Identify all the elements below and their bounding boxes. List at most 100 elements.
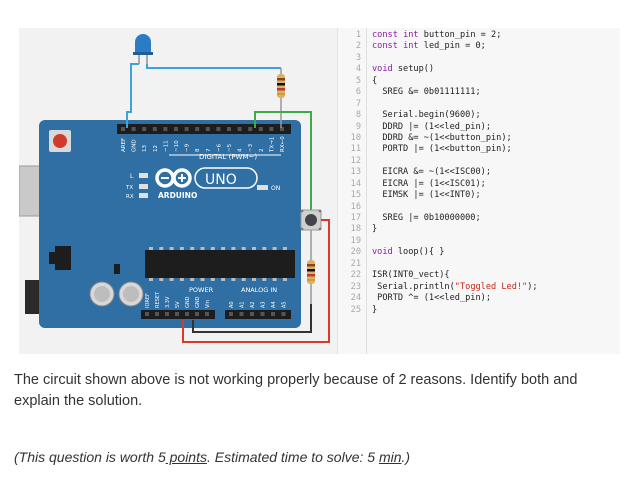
line-number: 5 [355,75,361,86]
led-l [139,173,148,178]
line-number: 15 [350,190,361,201]
digital-header [117,124,291,134]
chip-pin [169,278,174,281]
pin-hole [131,127,136,131]
digital-pin-label: 7 [206,148,212,152]
bottom-pin-label: GND [185,296,191,308]
digital-pin-label: ~9 [185,143,191,152]
note-min: min [378,449,402,465]
line-number: 21 [350,258,361,269]
pin-hole [195,312,199,316]
pin-hole [280,127,284,131]
chip-pin [282,247,287,250]
line-number: 12 [350,155,361,166]
bottom-pin-label: Vin [205,300,211,308]
bottom-pin-label: A5 [282,301,288,308]
led-rx [139,193,148,198]
line-number: 7 [355,98,361,109]
question-note: (This question is worth 5 points. Estima… [14,449,614,465]
pin-hole [239,312,244,316]
pin-hole [155,312,159,316]
pin-hole [227,127,231,131]
code-line: void loop(){ } [372,247,445,258]
wire-red-5v [182,219,330,343]
pin-hole [163,127,168,131]
analog-header [225,310,291,319]
atmega-chip [145,250,295,278]
line-number: 11 [350,144,361,155]
line-number: 18 [350,224,361,235]
push-button [300,209,322,231]
code-line [372,156,618,167]
wire-blue-resistor [146,64,281,69]
pin-hole [250,312,254,316]
pin-hole [165,312,169,316]
chip-pin [272,278,277,281]
question-text: The circuit shown above is not working p… [14,372,578,409]
chip-pin [221,247,226,250]
digital-pin-label: GND [132,139,138,152]
code-line [372,202,618,213]
note-mid: . Estimated time to solve: 5 [206,449,379,465]
pin-hole [142,127,147,131]
bottom-pin-label: A0 [229,301,235,308]
chip-pin [262,278,267,281]
wire-blue-led [126,63,139,128]
line-number: 3 [355,52,361,63]
chip-pin [179,278,184,281]
code-line [372,99,618,110]
digital-pin-label: 13 [142,145,148,152]
code-line: } [372,304,378,315]
code-line: const int button_pin = 2; [372,30,502,40]
line-number: 23 [350,281,361,292]
code-line: PORTD |= (1<<button_pin); [372,144,512,155]
chip-pin [282,278,287,281]
chip-pin [149,247,153,250]
led-tx [139,184,148,189]
pin-hole [152,127,157,131]
wire-green-button [254,111,312,218]
line-number: 4 [355,64,361,75]
pin-hole [269,127,274,131]
pin-hole [271,312,275,316]
pin-hole [260,312,265,316]
code-line: SREG |= 0b10000000; [372,213,481,223]
bottom-pin-label: 3.3V [165,296,171,308]
chip-pin [241,278,246,281]
pin-hole [205,127,210,131]
bottom-pin-label: GND [195,296,201,308]
chip-pin [190,247,195,250]
chip-pin [200,278,205,281]
code-line: { [372,75,378,86]
code-line: Serial.println("Toggled Led!"); [372,281,538,292]
chip-pin [169,247,174,250]
resistor-button [307,230,315,304]
note-suffix: .) [401,449,411,465]
code-line: const int led_pin = 0; [372,41,486,52]
led-tx-label: TX [125,185,133,191]
code-line: EIMSK |= (1<<INT0); [372,190,481,201]
line-number: 2 [355,41,361,52]
led-l-label: L [130,173,134,180]
line-number: 16 [350,201,361,212]
chip-pin [159,278,164,281]
pin-hole [258,127,263,131]
on-label: ON [271,185,280,192]
code-line [372,259,618,270]
chip-pin [221,278,226,281]
digital-pin-label: ~10 [174,140,180,152]
code-line: EICRA |= (1<<ISC01); [372,178,486,189]
bottom-pin-label: A4 [271,301,277,308]
code-text: const int button_pin = 2;const int led_p… [372,30,618,316]
digital-pin-label: 2 [259,149,265,153]
bottom-pin-label: RESET [155,291,161,308]
bottom-pin-label: 5V [175,301,181,308]
pin-hole [175,312,179,316]
chip-pin [231,247,236,250]
digital-pin-label: 12 [153,145,159,152]
bottom-pin-label: IOREF [145,293,151,308]
chip-pin [210,247,215,250]
